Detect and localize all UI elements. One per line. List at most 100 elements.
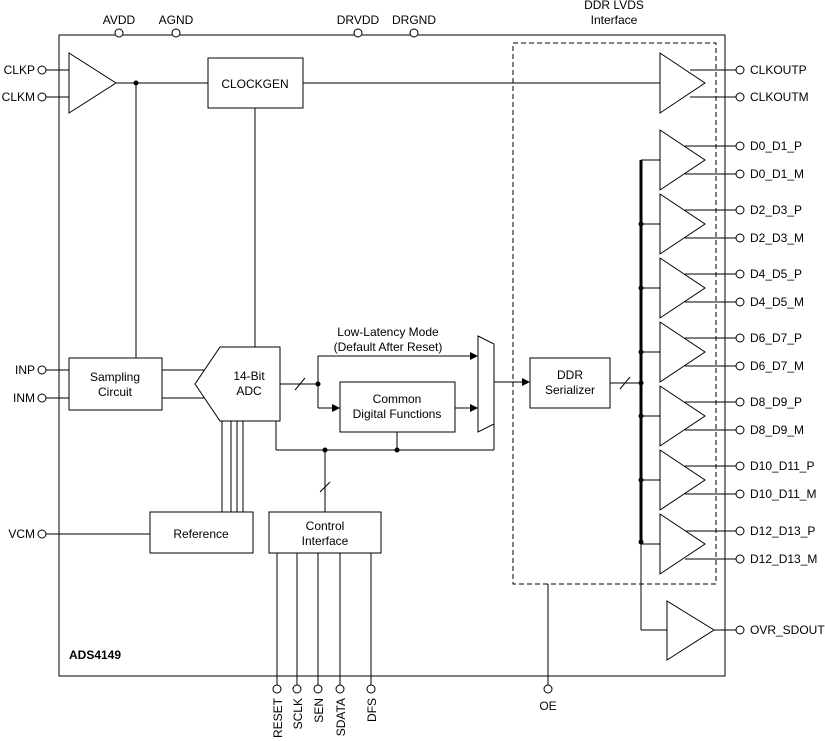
control-label-2: Interface bbox=[302, 534, 349, 548]
pin-clkm bbox=[37, 92, 47, 102]
pin-label-d8-d9-m: D8_D9_M bbox=[750, 423, 804, 437]
pin-drgnd bbox=[409, 28, 419, 38]
lvds-buffer bbox=[659, 513, 706, 575]
sampling-circuit-block bbox=[68, 357, 163, 411]
lvds-buffer bbox=[659, 449, 706, 511]
lvds-buffer-d10-d11: D10_D11_P D10_D11_M bbox=[638, 449, 816, 511]
sampling-label-2: Circuit bbox=[98, 385, 133, 399]
common-label-1: Common bbox=[373, 392, 422, 406]
lvds-buffer bbox=[659, 193, 706, 255]
lvds-buffer-d2-d3: D2_D3_P D2_D3_M bbox=[638, 193, 804, 255]
pin-label-oe: OE bbox=[539, 699, 556, 713]
pin-avdd bbox=[114, 28, 124, 38]
pin-label-clkm: CLKM bbox=[2, 90, 35, 104]
pin-label-d8-d9-p: D8_D9_P bbox=[750, 395, 802, 409]
adc-block bbox=[194, 346, 281, 422]
lvds-region bbox=[512, 42, 717, 585]
pin-label-drgnd: DRGND bbox=[392, 13, 436, 27]
lvds-region-title-1: DDR LVDS bbox=[584, 0, 644, 12]
lvds-buffer-d12-d13: D12_D13_P D12_D13_M bbox=[638, 513, 817, 575]
lvds-buffer bbox=[659, 257, 706, 319]
lvds-region-title-2: Interface bbox=[591, 13, 638, 27]
pin-label-d12-d13-m: D12_D13_M bbox=[750, 552, 817, 566]
pin-drvdd bbox=[353, 28, 363, 38]
lvds-buffer-d8-d9: D8_D9_P D8_D9_M bbox=[638, 380, 804, 447]
bus-slash-control bbox=[319, 481, 331, 493]
pin-label-drvdd: DRVDD bbox=[337, 13, 380, 27]
pin-label-d4-d5-m: D4_D5_M bbox=[750, 295, 804, 309]
pin-oe bbox=[543, 684, 553, 694]
pin-label-d10-d11-p: D10_D11_P bbox=[750, 459, 815, 473]
pin-sdata bbox=[335, 684, 345, 694]
reference-label: Reference bbox=[173, 527, 229, 541]
pin-label-reset: RESET bbox=[271, 697, 285, 738]
pin-label-sen: SEN bbox=[312, 698, 326, 723]
pin-label-inm: INM bbox=[13, 391, 35, 405]
common-label-2: Digital Functions bbox=[353, 407, 442, 421]
lvds-buffer bbox=[659, 385, 706, 447]
pin-sclk bbox=[292, 684, 302, 694]
chip-name: ADS4149 bbox=[69, 648, 121, 662]
pin-label-d12-d13-p: D12_D13_P bbox=[750, 524, 815, 538]
pin-label-d2-d3-m: D2_D3_M bbox=[750, 231, 804, 245]
pin-label-d10-d11-m: D10_D11_M bbox=[750, 487, 816, 501]
pin-clkoutp bbox=[735, 65, 745, 75]
pin-label-d6-d7-p: D6_D7_P bbox=[750, 331, 802, 345]
clockgen-block bbox=[207, 57, 304, 109]
pin-label-clkp: CLKP bbox=[4, 63, 35, 77]
pin-label-d2-d3-p: D2_D3_P bbox=[750, 203, 802, 217]
lvds-buffer-d4-d5: D4_D5_P D4_D5_M bbox=[638, 257, 804, 319]
bottom-pins: RESET SCLK SEN SDATA DFS OE bbox=[271, 553, 557, 738]
low-latency-label-1: Low-Latency Mode bbox=[337, 325, 439, 339]
pin-clkp bbox=[37, 65, 47, 75]
serializer-label-1: DDR bbox=[557, 368, 583, 382]
pin-label-d0-d1-p: D0_D1_P bbox=[750, 139, 802, 153]
clockgen-label: CLOCKGEN bbox=[221, 77, 288, 91]
pin-inp bbox=[37, 365, 47, 375]
adc-label-2: ADC bbox=[236, 384, 262, 398]
pin-label-clkoutp: CLKOUTP bbox=[750, 63, 807, 77]
pin-label-sclk: SCLK bbox=[291, 698, 305, 729]
ovr-sdout-buffer bbox=[666, 600, 715, 661]
sampling-label-1: Sampling bbox=[90, 370, 140, 384]
mux-block bbox=[477, 335, 495, 433]
adc-label-1: 14-Bit bbox=[233, 369, 265, 383]
bus-slash-serializer bbox=[619, 376, 631, 390]
lvds-buffer-d0-d1: D0_D1_P D0_D1_M bbox=[641, 129, 804, 191]
chip-outline bbox=[58, 34, 726, 677]
lvds-buffer-d6-d7: D6_D7_P D6_D7_M bbox=[638, 321, 804, 383]
low-latency-label-2: (Default After Reset) bbox=[334, 340, 443, 354]
pin-dfs bbox=[366, 684, 376, 694]
pin-label-d6-d7-m: D6_D7_M bbox=[750, 359, 804, 373]
clock-input-buffer bbox=[68, 52, 117, 114]
control-label-1: Control bbox=[306, 519, 345, 533]
pin-clkoutm bbox=[735, 92, 745, 102]
top-pins: AVDD AGND DRVDD DRGND bbox=[103, 13, 436, 38]
reference-block bbox=[149, 511, 254, 554]
left-pins: CLKP CLKM INP INM VCM bbox=[2, 63, 150, 541]
pin-label-d0-d1-m: D0_D1_M bbox=[750, 167, 804, 181]
pin-sen bbox=[313, 684, 323, 694]
clkout-buffer bbox=[659, 52, 706, 114]
lvds-buffer bbox=[659, 129, 706, 191]
common-digital-block bbox=[339, 381, 456, 433]
bus-slash-adc bbox=[294, 377, 306, 391]
pin-vcm bbox=[37, 529, 47, 539]
ddr-serializer-block bbox=[529, 357, 611, 409]
pin-label-dfs: DFS bbox=[365, 698, 379, 722]
lvds-buffer bbox=[659, 321, 706, 383]
pin-label-avdd: AVDD bbox=[103, 13, 136, 27]
pin-label-sdata: SDATA bbox=[334, 698, 348, 736]
pin-reset bbox=[272, 684, 282, 694]
pin-label-ovr-sdout: OVR_SDOUT bbox=[750, 623, 825, 637]
pin-label-d4-d5-p: D4_D5_P bbox=[750, 267, 802, 281]
pin-label-clkoutm: CLKOUTM bbox=[750, 90, 809, 104]
pin-label-inp: INP bbox=[15, 363, 35, 377]
pin-label-agnd: AGND bbox=[159, 13, 194, 27]
serializer-label-2: Serializer bbox=[545, 383, 595, 397]
pin-inm bbox=[37, 393, 47, 403]
control-interface-block bbox=[268, 511, 382, 554]
pin-label-vcm: VCM bbox=[8, 527, 35, 541]
